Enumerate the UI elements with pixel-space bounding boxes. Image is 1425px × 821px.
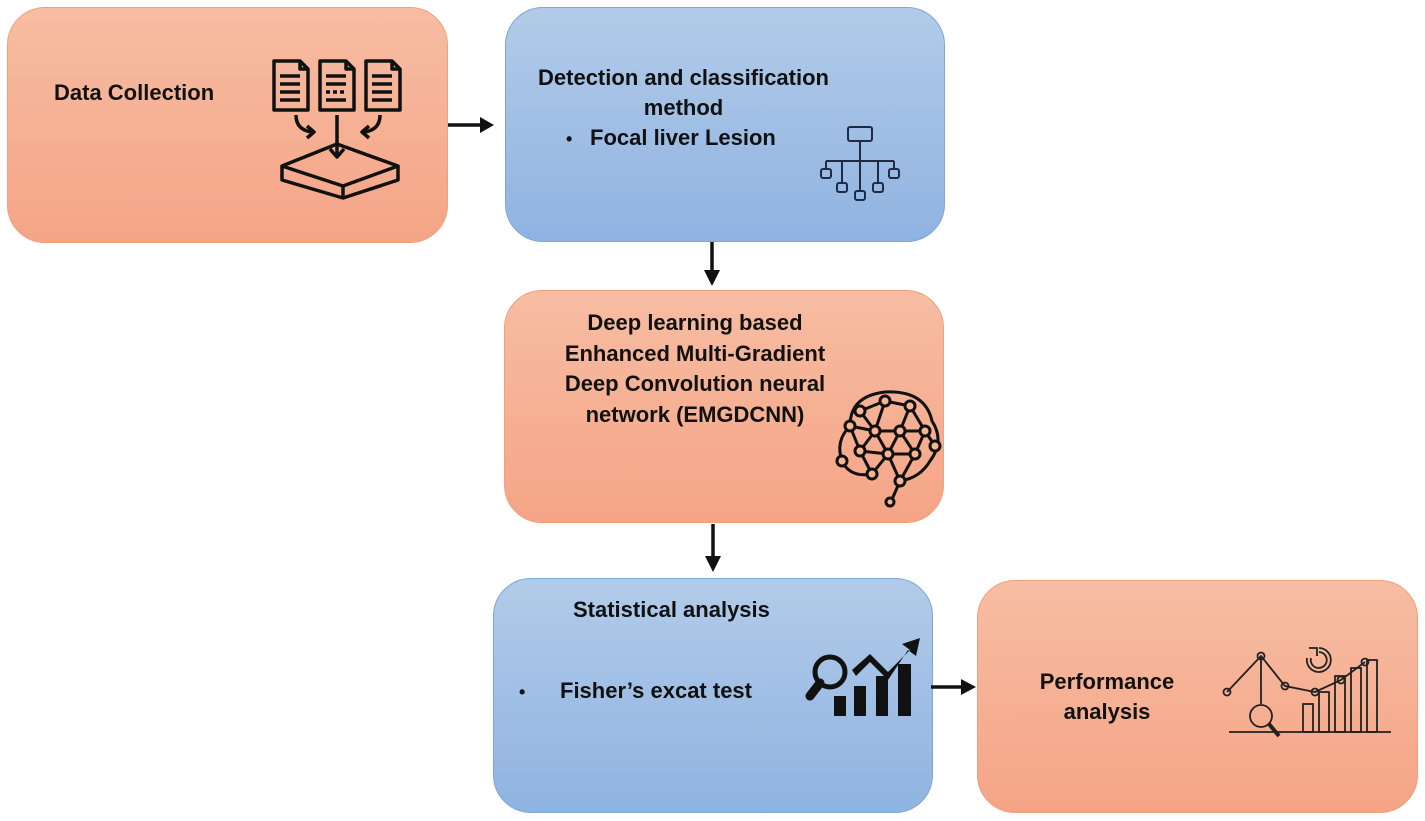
detection-bullet-text: Focal liver Lesion xyxy=(590,125,776,150)
performance-chart-icon xyxy=(1222,647,1391,738)
statistics-growth-icon xyxy=(805,638,920,716)
deep-learning-line4: network (EMGDCNN) xyxy=(585,401,805,427)
arrow-right-2 xyxy=(931,679,976,695)
arrow-right-1 xyxy=(448,117,494,133)
data-collection-box: Data Collection xyxy=(7,7,448,243)
deep-learning-line2: Enhanced Multi-Gradient xyxy=(564,340,826,366)
deep-learning-line1: Deep learning based xyxy=(587,310,803,335)
performance-text: Performance analysis xyxy=(1018,667,1196,727)
arrow-down-2 xyxy=(705,524,721,572)
statistical-title: Statistical analysis xyxy=(573,597,770,622)
neural-brain-icon xyxy=(835,390,942,508)
statistical-box: Statistical analysis • Fisher’s excat te… xyxy=(493,578,933,813)
statistical-bullet-symbol: • xyxy=(519,682,526,702)
documents-to-database-icon xyxy=(272,59,402,200)
detection-title: Detection and classification method xyxy=(506,63,861,123)
detection-bullet-symbol: • xyxy=(566,129,573,149)
deep-learning-line3: Deep Convolution neural xyxy=(564,371,826,396)
hierarchy-icon xyxy=(820,126,900,201)
arrow-down-1 xyxy=(704,242,720,286)
data-collection-label: Data Collection xyxy=(54,80,215,105)
detection-title-line2: method xyxy=(643,95,724,120)
performance-line2: analysis xyxy=(1063,699,1151,724)
deep-learning-text: Deep learning based Enhanced Multi-Gradi… xyxy=(505,308,885,430)
deep-learning-box: Deep learning based Enhanced Multi-Gradi… xyxy=(504,290,944,523)
detection-title-line1: Detection and classification xyxy=(538,65,829,90)
performance-box: Performance analysis xyxy=(977,580,1418,813)
performance-line1: Performance xyxy=(1039,669,1175,694)
statistical-bullet-text: Fisher’s excat test xyxy=(560,678,752,703)
detection-box: Detection and classification method • Fo… xyxy=(505,7,945,242)
